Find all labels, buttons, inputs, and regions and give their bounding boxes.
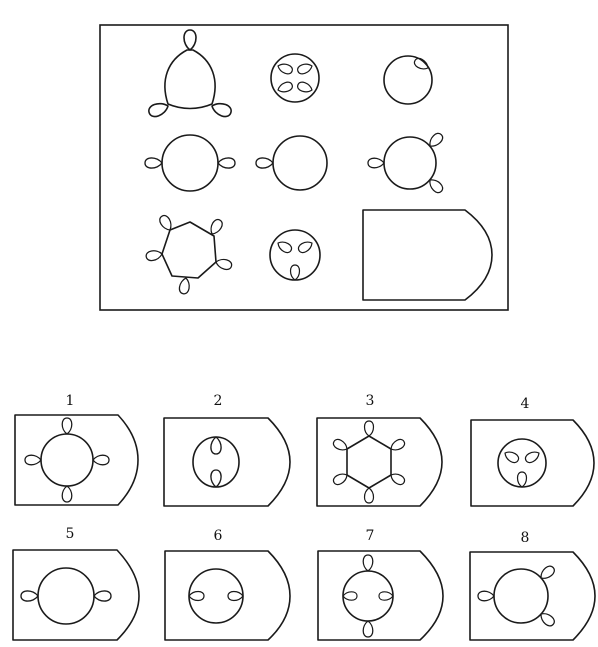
matrix-frame [99,24,509,311]
option-figure [497,438,547,488]
option-2[interactable]: 2 [163,393,292,507]
option-1[interactable]: 1 [14,393,140,507]
option-label: 8 [521,530,530,546]
matrix-cell-2-2 [255,135,328,191]
matrix-cell-3-2 [269,229,321,281]
option-label: 7 [366,528,375,544]
option-figure [331,420,407,504]
option-figure [24,417,110,503]
option-frame [12,549,140,641]
option-label: 2 [214,393,223,409]
option-frame [469,551,596,641]
option-figure [477,563,557,629]
option-frame [163,417,291,507]
option-frame [316,417,443,507]
option-3[interactable]: 3 [316,393,444,507]
option-label: 3 [366,393,375,409]
matrix-answer-slot [362,209,493,301]
option-5[interactable]: 5 [12,526,141,642]
matrix-cell-1-2 [270,53,320,103]
matrix-cell-3-1 [144,213,234,296]
options-panel: 1 2 3 [12,393,597,642]
option-6[interactable]: 6 [164,528,292,642]
option-label: 1 [66,393,75,409]
matrix-cell-2-3 [367,130,446,196]
matrix-panel [99,24,509,311]
option-figure [342,554,394,638]
option-7[interactable]: 7 [317,528,445,642]
option-label: 5 [66,526,75,542]
option-frame [14,414,139,506]
option-label: 6 [214,528,223,544]
option-figure [20,567,112,625]
option-4[interactable]: 4 [470,396,596,508]
option-frame [470,419,595,507]
option-8[interactable]: 8 [469,530,597,642]
option-frame [164,550,291,641]
option-label: 4 [521,396,530,412]
option-frame [317,550,444,641]
option-figure [192,436,240,488]
option-figure [188,568,244,624]
matrix-cell-2-1 [144,134,236,192]
matrix-cell-1-1 [146,29,234,120]
matrix-cell-1-3 [383,55,433,105]
